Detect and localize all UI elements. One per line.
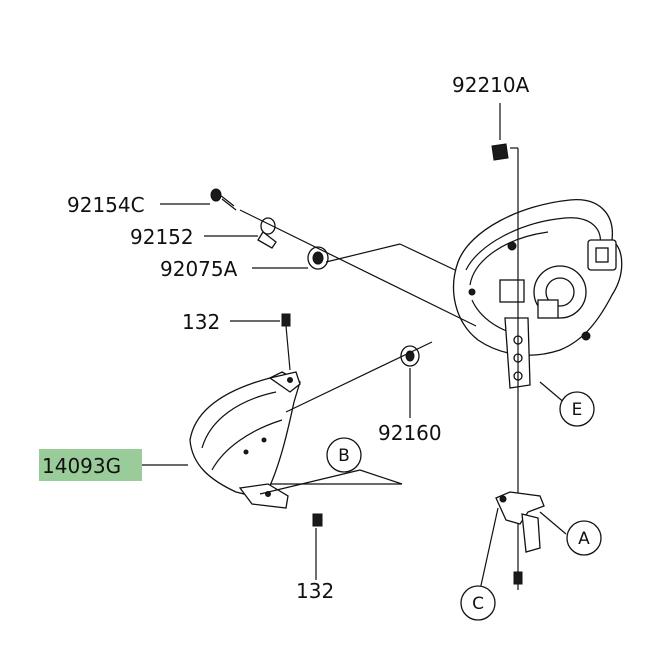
label-132-lower: 132 — [296, 579, 334, 603]
label-14093g: 14093G — [42, 454, 121, 478]
callout-e: E — [559, 391, 595, 427]
callout-c-label: C — [472, 594, 484, 614]
label-92154c: 92154C — [67, 193, 145, 217]
grommet-92075a — [307, 246, 329, 270]
screw-132-lower — [312, 513, 323, 527]
bolt-92154c — [210, 188, 237, 211]
highlight-box — [39, 449, 142, 481]
label-92075a: 92075A — [160, 257, 238, 281]
callout-a-label: A — [578, 529, 590, 549]
label-92160: 92160 — [378, 421, 442, 445]
callout-b-label: B — [338, 446, 350, 466]
collar-92152 — [257, 217, 277, 249]
callout-a: A — [566, 520, 602, 556]
headlight-cover-14093g — [189, 371, 301, 509]
screw-132-upper — [281, 313, 291, 371]
leader-lines — [142, 203, 567, 591]
callout-e-label: E — [572, 400, 583, 420]
label-92210a: 92210A — [452, 73, 530, 97]
label-132-upper: 132 — [182, 310, 220, 334]
bracket-a — [495, 491, 545, 585]
callout-c: C — [460, 585, 496, 621]
headlight-assembly — [452, 199, 623, 389]
callout-b: B — [326, 437, 362, 473]
label-92152: 92152 — [130, 225, 194, 249]
